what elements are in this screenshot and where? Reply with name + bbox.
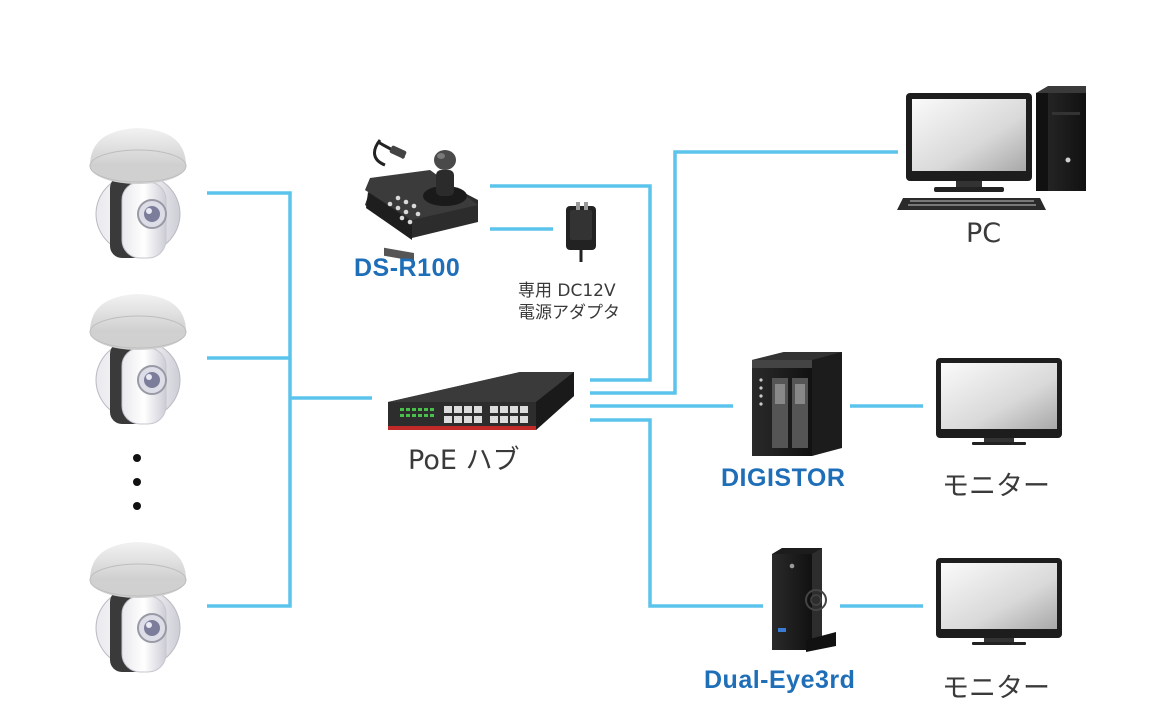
adapter-label-line2: 電源アダプタ xyxy=(518,303,620,323)
ptz-dome-camera-icon xyxy=(89,127,187,259)
power-adapter-icon xyxy=(566,202,596,262)
desktop-pc-icon xyxy=(897,86,1086,210)
dualeye-label: Dual-Eye3rd xyxy=(704,666,856,694)
nas-recorder-icon xyxy=(752,352,842,456)
ellipsis-dots xyxy=(133,454,141,510)
pc-label: PC xyxy=(966,218,1002,249)
hub-to-pc-link xyxy=(590,150,898,395)
monitor1-label: モニター xyxy=(942,471,1050,502)
ptz-dome-camera-icon xyxy=(89,541,187,673)
adapter-label: 専用 DC12V 電源アダプタ xyxy=(518,280,620,324)
ptz-dome-camera-icon xyxy=(89,293,187,425)
adapter-label-line1: 専用 DC12V xyxy=(518,281,616,301)
controller-to-hub-link xyxy=(490,184,652,382)
joystick-controller-icon xyxy=(365,139,478,261)
hub-to-dualeye-link xyxy=(590,418,763,608)
hub-label: PoE ハブ xyxy=(408,445,520,476)
poe-switch-icon xyxy=(388,372,574,430)
monitor-icon xyxy=(936,358,1062,445)
camera-bus-line xyxy=(207,191,292,608)
controller-label: DS-R100 xyxy=(354,254,461,282)
connection-lines xyxy=(207,150,923,608)
tower-recorder-icon xyxy=(772,548,836,652)
digistor-label: DIGISTOR xyxy=(721,464,846,492)
monitor-icon xyxy=(936,558,1062,645)
monitor2-label: モニター xyxy=(942,673,1050,704)
